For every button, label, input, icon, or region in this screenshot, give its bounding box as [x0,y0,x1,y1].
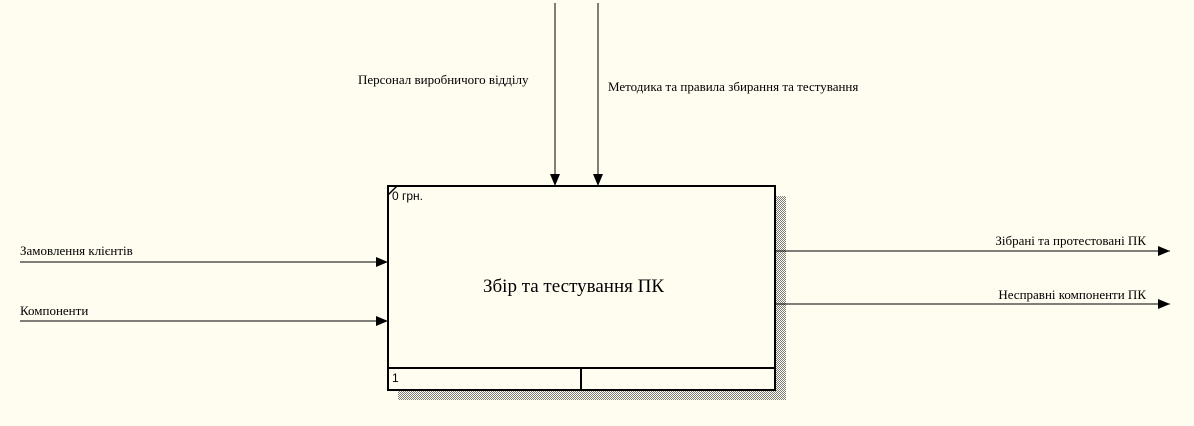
input-label-components: Компоненти [20,303,89,318]
activity-node-number: 1 [392,371,399,385]
control-label-methodology: Методика та правила збирання та тестуван… [608,79,859,94]
activity-box-shadow [398,196,786,400]
control-label-personnel: Персонал виробничого відділу [358,72,529,87]
box-corner-mark [387,185,398,196]
activity-title: Збір та тестування ПК [483,276,665,297]
activity-box[interactable] [387,185,776,391]
output-label-assembled-pcs: Зібрані та протестовані ПК [995,233,1146,248]
output-label-faulty-components: Несправні компоненти ПК [998,287,1146,302]
input-label-orders: Замовлення клієнтів [20,243,133,258]
activity-cost: 0 грн. [392,189,424,203]
